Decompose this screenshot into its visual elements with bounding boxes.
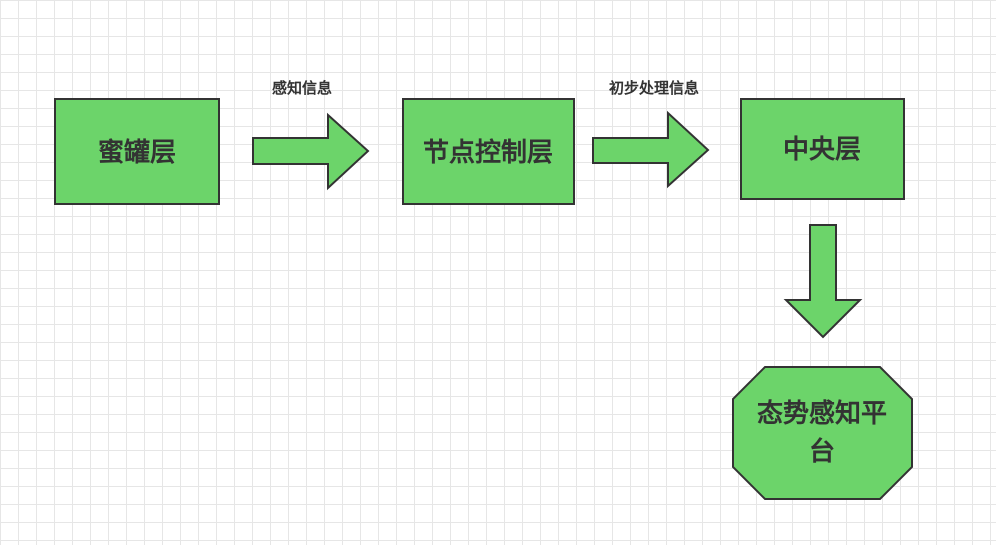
node-control-layer-label: 节点控制层 <box>423 137 553 168</box>
honeypot-layer-label: 蜜罐层 <box>98 137 176 168</box>
node-control-layer-box <box>402 98 575 205</box>
right-arrow-shape <box>252 112 370 191</box>
right-arrow-shape <box>592 110 710 189</box>
honeypot-layer-box <box>54 98 220 205</box>
honeypot-layer-node[interactable]: 蜜罐层 <box>54 98 220 205</box>
situation-awareness-platform-label-line1: 态势感知平 <box>757 398 887 429</box>
central-layer-label: 中央层 <box>783 135 861 165</box>
central-layer-node[interactable]: 中央层 <box>740 98 905 200</box>
situation-awareness-platform-node[interactable]: 态势感知平 台 <box>732 366 913 500</box>
edge-label-preliminary-info: 初步处理信息 <box>609 79 699 97</box>
situation-awareness-platform-label-line2: 台 <box>809 436 835 467</box>
arrow-node-control-to-central: 初步处理信息 <box>592 79 710 189</box>
arrow-central-to-situation <box>783 224 863 339</box>
node-control-layer-node[interactable]: 节点控制层 <box>402 98 575 205</box>
central-layer-box <box>740 98 905 200</box>
arrow-honeypot-to-node-control: 感知信息 <box>252 79 370 191</box>
down-arrow-shape <box>783 224 863 339</box>
edge-label-perception-info: 感知信息 <box>272 79 332 97</box>
situation-awareness-platform-octagon <box>732 366 913 500</box>
